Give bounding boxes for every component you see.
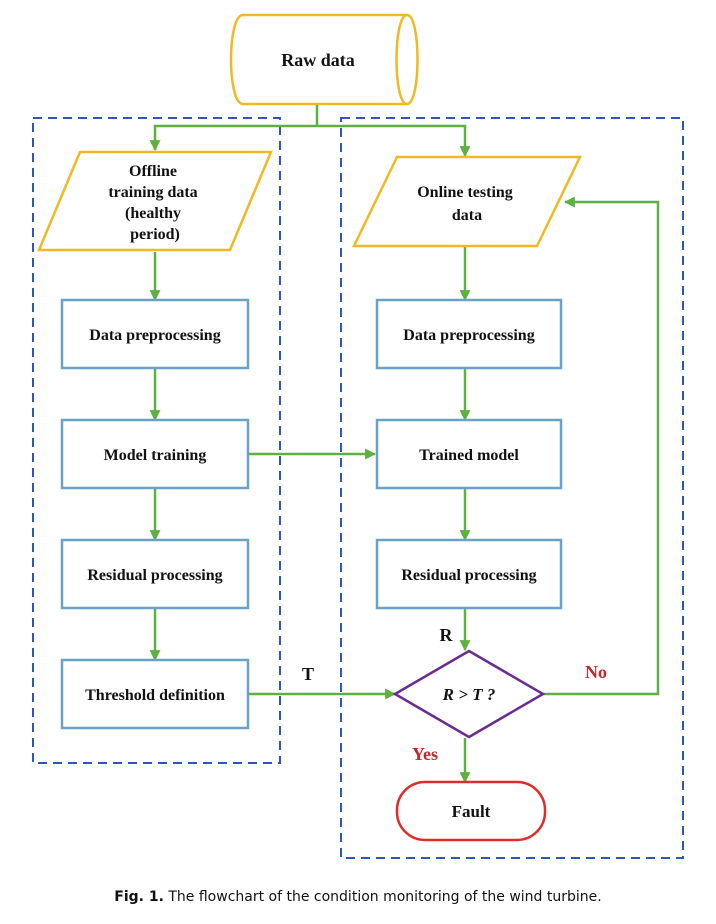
edge-label-r: R <box>440 625 454 645</box>
online-testing-data-node: Online testing data <box>352 155 582 248</box>
offline-line-1: Offline <box>129 163 177 180</box>
offline-preprocessing-box <box>60 298 250 370</box>
online-testing-data-label: Online testing data <box>417 184 517 224</box>
edge-label-no: No <box>585 662 607 682</box>
figure-caption-label: Fig. 1. <box>114 889 164 905</box>
model-training-box <box>60 418 250 490</box>
online-residual-box <box>375 538 563 610</box>
edge-label-yes: Yes <box>412 744 438 764</box>
edge-decision-no-loop <box>543 196 660 696</box>
online-group-border <box>340 117 684 859</box>
fault-label: Fault <box>452 802 491 821</box>
trained-model-box <box>375 418 563 490</box>
figure-caption: Fig. 1. The flowchart of the condition m… <box>0 880 716 924</box>
threshold-definition-box <box>60 658 250 730</box>
offline-line-2: training data <box>108 184 197 201</box>
edge-raw-to-online <box>317 124 471 158</box>
raw-data-node: Raw data <box>229 13 419 106</box>
decision-diamond <box>392 649 546 739</box>
online-line-1: Online testing <box>417 184 513 201</box>
offline-line-4: period) <box>130 226 180 243</box>
offline-residual-label: Residual processing <box>87 567 222 584</box>
offline-line-3: (healthy <box>125 205 181 222</box>
online-preprocessing-label: Data preprocessing <box>403 327 534 344</box>
offline-training-data-label: Offline training data (healthy period) <box>108 163 201 243</box>
trained-model-label: Trained model <box>419 447 519 464</box>
offline-training-data-node: Offline training data (healthy period) <box>37 150 273 252</box>
offline-group-border <box>32 117 281 764</box>
online-residual-label: Residual processing <box>401 567 536 584</box>
model-training-label: Model training <box>104 447 207 464</box>
edge-raw-to-offline <box>149 124 317 152</box>
fault-terminal <box>395 780 547 842</box>
online-preprocessing-box <box>375 298 563 370</box>
offline-preprocessing-label: Data preprocessing <box>89 327 220 344</box>
figure-caption-text: The flowchart of the condition monitorin… <box>168 889 602 905</box>
threshold-definition-label: Threshold definition <box>85 687 225 704</box>
flowchart: Raw data Offline training data (healthy … <box>32 13 684 859</box>
decision-label: R > T ? <box>442 685 496 704</box>
raw-data-label: Raw data <box>281 50 355 70</box>
offline-residual-box <box>60 538 250 610</box>
online-line-2: data <box>452 207 482 224</box>
edge-label-t: T <box>302 664 314 684</box>
